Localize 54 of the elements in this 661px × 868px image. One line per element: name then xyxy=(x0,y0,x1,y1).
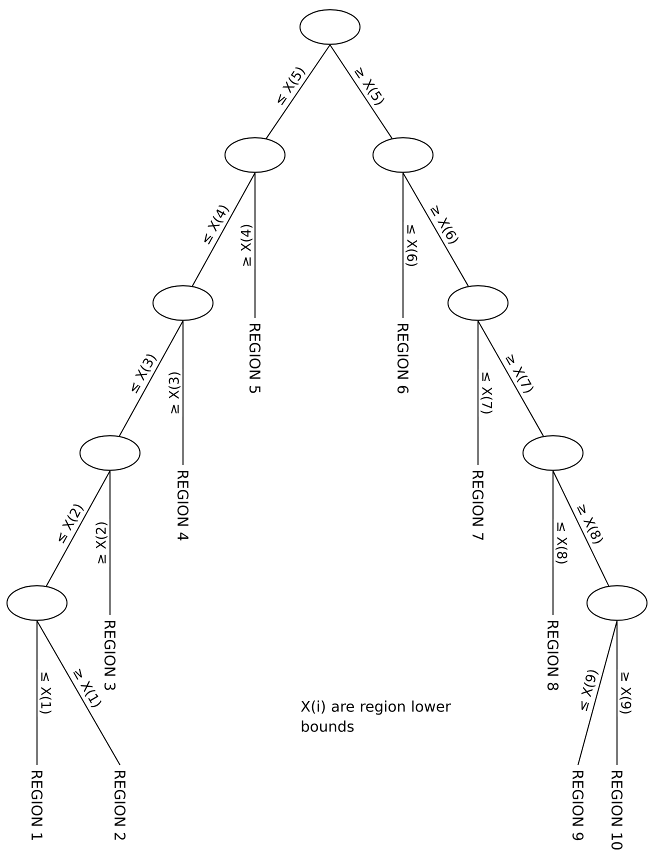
branch-line xyxy=(182,320,184,465)
branch-line xyxy=(402,172,469,286)
branch-line xyxy=(36,620,38,765)
edge-label: ≤ X(3) xyxy=(124,349,162,398)
region-label: REGION 9 xyxy=(572,770,584,840)
branch-line xyxy=(109,470,111,615)
region-label: REGION 2 xyxy=(114,770,126,840)
edge-label: ≤ X(8) xyxy=(554,519,570,567)
region-label: REGION 3 xyxy=(104,620,116,690)
edge-label: ≥ X(9) xyxy=(618,669,634,717)
region-label: REGION 4 xyxy=(177,470,189,540)
edge-label: ≥ X(7) xyxy=(500,349,538,398)
region-label: REGION 6 xyxy=(397,324,409,394)
ellipse-node xyxy=(224,137,286,173)
branch-line xyxy=(578,620,618,766)
edge-label: ≥ X(4) xyxy=(238,222,254,270)
edge-label: ≤ X(2) xyxy=(51,499,88,548)
edge-label: ≥ X(6) xyxy=(425,200,463,250)
branch-line xyxy=(266,44,330,139)
branch-line xyxy=(118,320,184,436)
edge-label: ≥ X(3) xyxy=(166,369,182,417)
region-label: REGION 7 xyxy=(472,470,484,540)
ellipse-node xyxy=(152,285,214,321)
region-label: REGION 8 xyxy=(547,620,559,690)
branch-line xyxy=(477,320,479,465)
ellipse-node xyxy=(586,585,648,621)
ellipse-node xyxy=(79,435,141,471)
ellipse-node xyxy=(372,137,434,173)
branch-line xyxy=(254,172,256,318)
ellipse-node xyxy=(299,9,361,45)
edge-label: ≥ X(8) xyxy=(572,499,608,549)
branch-line xyxy=(330,44,392,139)
branch-line xyxy=(192,172,256,286)
note-text: X(i) are region lower bounds xyxy=(300,700,451,732)
region-label: REGION 1 xyxy=(31,770,43,840)
ellipse-node xyxy=(447,285,509,321)
edge-label: ≤ X(1) xyxy=(38,669,54,717)
edge-label: ≤ X(9) xyxy=(574,665,602,716)
branch-line xyxy=(36,620,120,766)
edge-label: ≤ X(4) xyxy=(196,200,234,250)
edge-label: ≥ X(1) xyxy=(68,664,106,713)
ellipse-node xyxy=(522,435,584,471)
branch-line xyxy=(552,470,610,586)
region-label: REGION 5 xyxy=(249,324,261,393)
region-label: REGION 10 xyxy=(611,770,623,850)
ellipse-node xyxy=(6,585,68,621)
branch-line xyxy=(616,620,618,765)
edge-label: ≥ X(2) xyxy=(94,519,110,567)
branch-line xyxy=(478,320,544,436)
branch-line xyxy=(552,470,554,615)
branch-line xyxy=(46,470,110,586)
edge-label: ≤ X(7) xyxy=(478,369,494,417)
branch-line xyxy=(402,172,404,318)
edge-label: ≤ X(6) xyxy=(404,222,420,270)
